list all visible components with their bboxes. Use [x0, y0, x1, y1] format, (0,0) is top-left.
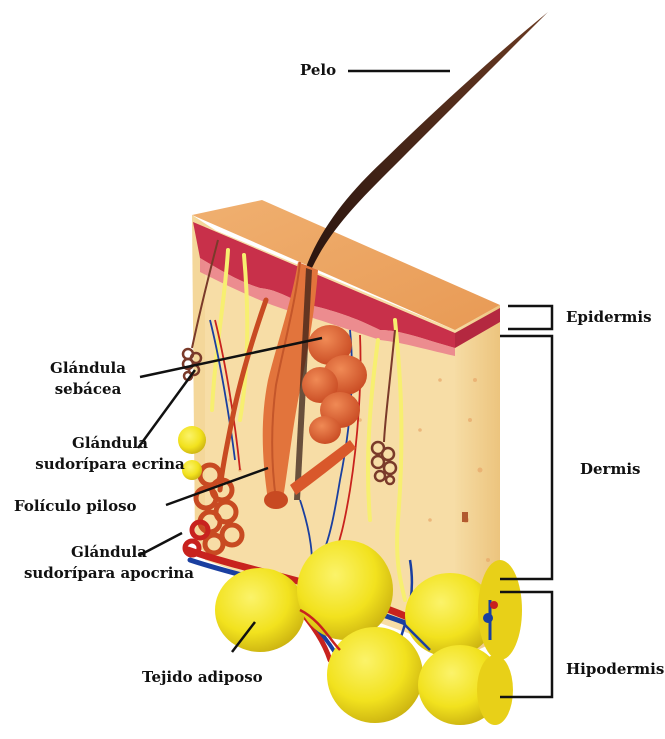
label-epidermis: Epidermis	[566, 307, 652, 328]
label-glandula-apocrina: Glándula sudorípara apocrina	[14, 542, 204, 584]
label-glandula-sebacea-line2: sebácea	[38, 379, 138, 400]
label-glandula-sebacea: Glándula sebácea	[38, 358, 138, 400]
dermis-bracket	[500, 336, 552, 579]
dermis-mark	[462, 512, 468, 522]
label-glandula-apocrina-line1: Glándula	[14, 542, 204, 563]
label-glandula-ecrina: Glándula sudorípara ecrina	[20, 433, 200, 475]
vessel-dot-blue	[483, 613, 493, 623]
label-tejido-adiposo: Tejido adiposo	[142, 667, 263, 688]
label-glandula-ecrina-line2: sudorípara ecrina	[20, 454, 200, 475]
epidermis-bracket	[508, 306, 552, 329]
label-glandula-sebacea-line1: Glándula	[38, 358, 138, 379]
label-pelo: Pelo	[300, 60, 336, 81]
label-foliculo-piloso: Folículo piloso	[14, 496, 137, 517]
label-glandula-ecrina-line1: Glándula	[20, 433, 200, 454]
label-dermis: Dermis	[580, 459, 640, 480]
hair-shaft	[305, 12, 548, 270]
vessel-dot-red	[490, 601, 498, 609]
label-glandula-apocrina-line2: sudorípara apocrina	[14, 563, 204, 584]
label-hipodermis: Hipodermis	[566, 659, 664, 680]
